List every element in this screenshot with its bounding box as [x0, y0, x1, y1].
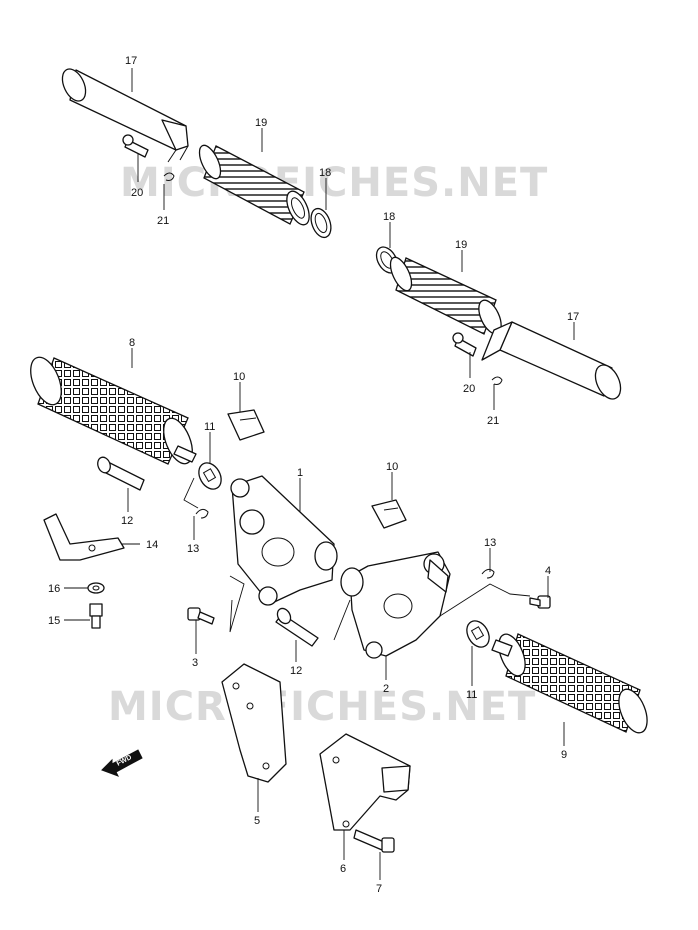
part-9-right-footpeg — [491, 633, 648, 734]
callout-20: 20 — [131, 187, 143, 199]
part-21-left-clip — [163, 172, 175, 181]
callout-6: 6 — [340, 863, 346, 875]
callout-13: 13 — [484, 537, 496, 549]
callout-21: 21 — [487, 415, 499, 427]
part-10-upper-spring-clip — [227, 409, 265, 441]
part-11-lower-washer — [466, 620, 490, 648]
callout-labels: 17 19 18 20 21 18 19 17 20 21 8 10 11 12… — [48, 55, 579, 895]
part-14-bracket — [43, 513, 125, 561]
part-20-right-pin — [452, 332, 477, 357]
fwd-direction-badge: FWD — [101, 749, 143, 777]
part-1-left-peg-holder — [230, 475, 338, 606]
part-13-left-circlip — [195, 508, 209, 519]
callout-15: 15 — [48, 615, 60, 627]
part-13-right-circlip — [481, 568, 495, 579]
callout-18: 18 — [383, 211, 395, 223]
part-16-washer — [87, 582, 105, 594]
callout-18: 18 — [319, 167, 331, 179]
part-7-bolt — [353, 829, 395, 853]
part-6-heel-plate — [319, 733, 411, 831]
part-4-bolt — [529, 595, 551, 609]
part-12-lower-pivot-pin — [275, 607, 319, 647]
part-12-left-pivot-pin — [97, 456, 145, 491]
part-18-left-washer — [310, 207, 332, 239]
callout-21: 21 — [157, 215, 169, 227]
callout-5: 5 — [254, 815, 260, 827]
leader-lines — [64, 68, 575, 880]
callout-17: 17 — [567, 311, 579, 323]
callout-7: 7 — [376, 883, 382, 895]
callout-10: 10 — [386, 461, 398, 473]
callout-19: 19 — [455, 239, 467, 251]
part-10-lower-spring-clip — [371, 499, 407, 529]
callout-12: 12 — [121, 515, 133, 527]
callout-17: 17 — [125, 55, 137, 67]
part-20-left-pin — [122, 134, 149, 158]
part-15-bolt — [89, 603, 103, 629]
watermark-top: MICROFICHES.NET — [120, 160, 548, 206]
part-8-left-footpeg — [30, 356, 197, 465]
callout-11: 11 — [466, 689, 477, 701]
part-17-right-peg-arm — [481, 321, 622, 400]
callout-20: 20 — [463, 383, 475, 395]
callout-3: 3 — [192, 657, 198, 669]
callout-14: 14 — [146, 539, 158, 551]
part-19-left-grip-rubber — [198, 144, 310, 226]
callout-4: 4 — [545, 565, 551, 577]
part-21-right-clip — [491, 376, 503, 385]
part-2-right-peg-holder — [340, 551, 451, 659]
callout-1: 1 — [297, 467, 303, 479]
part-5-heel-plate — [221, 663, 287, 783]
callout-2: 2 — [383, 683, 389, 695]
callout-16: 16 — [48, 583, 60, 595]
part-17-left-peg-arm — [61, 68, 189, 163]
watermark-bottom: MICROFICHES.NET — [108, 684, 536, 730]
part-3-bolt — [187, 607, 215, 625]
callout-9: 9 — [561, 749, 567, 761]
callout-10: 10 — [233, 371, 245, 383]
part-19-right-grip-rubber — [389, 256, 502, 335]
callout-8: 8 — [129, 337, 135, 349]
callout-12: 12 — [290, 665, 302, 677]
part-11-upper-washer — [198, 462, 222, 490]
callout-13: 13 — [187, 543, 199, 555]
callout-19: 19 — [255, 117, 267, 129]
callout-11: 11 — [204, 421, 215, 433]
